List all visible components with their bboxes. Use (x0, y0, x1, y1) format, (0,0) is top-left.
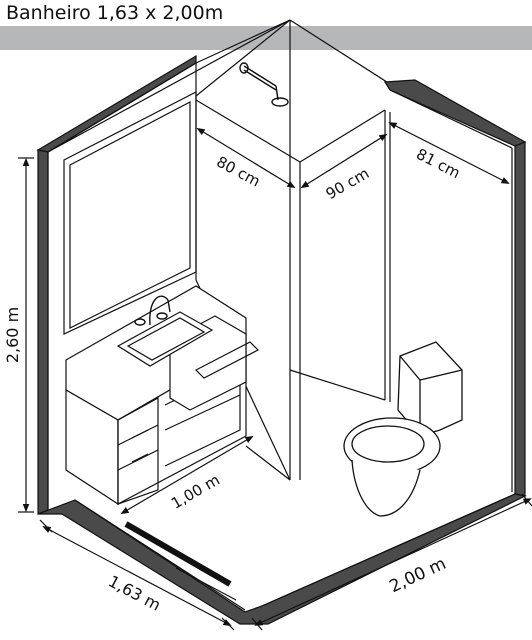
dimension-height (18, 157, 34, 513)
dimension-back-left (196, 127, 296, 189)
diagram-title: Banheiro 1,63 x 2,00m (6, 2, 224, 24)
toilet-icon (343, 341, 463, 517)
dimension-back-right (300, 133, 388, 189)
label-width-front: 1,63 m (105, 572, 164, 615)
title-band (0, 26, 532, 50)
dimension-length-side (251, 493, 532, 631)
shower-head-icon (239, 62, 289, 107)
dimension-vanity (120, 435, 254, 515)
vanity-cabinet (65, 285, 247, 506)
label-right-wall: 81 cm (413, 145, 463, 182)
label-height: 2,60 m (3, 307, 22, 363)
label-back-left: 80 cm (213, 153, 263, 191)
towel-bar (194, 341, 260, 379)
room-walls (36, 19, 527, 625)
dimension-width-front (39, 519, 235, 631)
faucet-icon (134, 295, 171, 326)
label-vanity: 1,00 m (168, 471, 223, 513)
mirror (63, 91, 197, 335)
dimension-right-wall (388, 122, 510, 184)
